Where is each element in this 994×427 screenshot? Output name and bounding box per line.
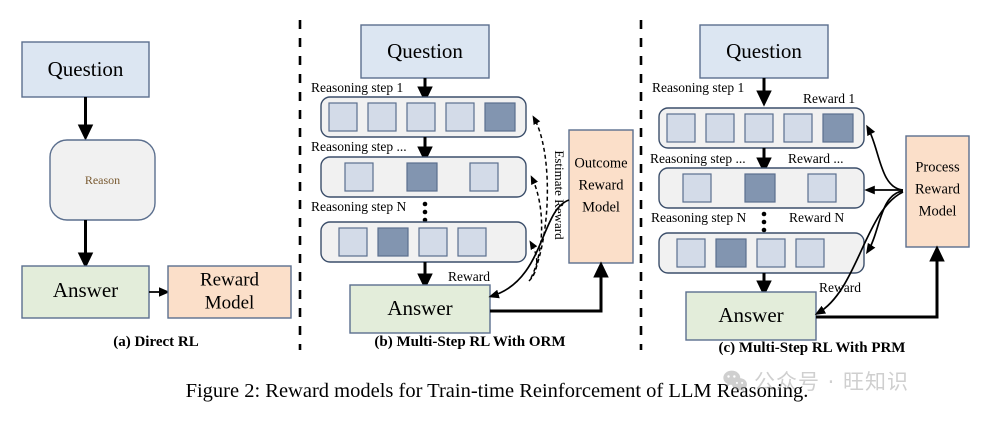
panel-b-step2-cell-2: [469, 162, 499, 192]
panel-c-step-label-2: Reasoning step ...: [650, 151, 746, 166]
panel-c-reward-label-2: Reward ...: [788, 151, 843, 166]
panel-c-step1-cell-0: [666, 113, 696, 143]
panel-b-multistep-orm: Question Reasoning step 1 Reasoning step…: [311, 24, 634, 350]
panel-a-reason-box: [49, 139, 156, 221]
panel-c-question-box: [699, 24, 829, 79]
panel-b-question-box: [360, 24, 490, 79]
panel-c-multistep-prm: Question Reasoning step 1 Reward 1 Reaso…: [650, 24, 970, 356]
panel-a-question-box: [21, 41, 150, 98]
panel-c-stepN-cell-3: [795, 238, 825, 268]
panel-c-arrow-prm-to-step1: [866, 124, 904, 191]
panel-b-step-label-1: Reasoning step 1: [311, 80, 403, 95]
panel-c-reward-label-1: Reward 1: [803, 91, 855, 106]
panel-c-step-label-1: Reasoning step 1: [652, 80, 744, 95]
panel-b-dashed-estimate-to-step1: [532, 115, 549, 277]
panel-b-question-label: Question: [387, 39, 463, 63]
panel-b-answer-box: [349, 284, 491, 334]
panel-b-stepN-cell-2: [418, 227, 448, 257]
panel-c-reward-model-line3: Model: [919, 203, 957, 219]
panel-a-answer-label: Answer: [53, 278, 118, 302]
panel-a-question-label: Question: [48, 57, 124, 81]
panel-b-step-label-3: Reasoning step N: [311, 199, 406, 214]
panel-c-reward-edge-label: Reward: [819, 280, 861, 295]
panel-b-reward-model-line3: Model: [582, 199, 620, 215]
figure-caption: Figure 2: Reward models for Train-time R…: [186, 380, 809, 402]
panel-b-reward-model-line2: Reward: [578, 177, 624, 193]
panel-c-stepN-cell-1-selected: [715, 238, 747, 268]
panel-c-reward-model-box: [905, 135, 970, 248]
panel-b-reward-edge-label: Reward: [448, 269, 490, 284]
panel-c-vdots-1: [761, 211, 767, 217]
panel-c-step1-cell-4-selected: [822, 113, 854, 143]
panel-c-step1-cell-1: [705, 113, 735, 143]
panel-a-reward-model-box: [167, 265, 292, 319]
panel-b-dashed-estimate-to-step2: [530, 175, 543, 279]
panel-c-step2-cell-1-selected: [744, 173, 776, 203]
panel-a-reason-label: Reason: [85, 173, 120, 187]
panel-c-question-label: Question: [726, 39, 802, 63]
panel-c-stepN-cell-2: [756, 238, 786, 268]
panel-b-step1-cell-0: [328, 102, 358, 132]
panel-c-step-label-3: Reasoning step N: [651, 210, 746, 225]
panel-b-stepN-cell-0: [338, 227, 368, 257]
panel-c-answer-label: Answer: [718, 303, 783, 327]
panel-b-caption: (b) Multi-Step RL With ORM: [374, 334, 565, 350]
panel-c-vdots-3: [761, 227, 767, 233]
panel-c-step1-cell-3: [783, 113, 813, 143]
panel-c-reward-model-line1: Process: [915, 159, 960, 175]
panel-c-reward-model-line2: Reward: [915, 181, 961, 197]
panel-c-stepN-cell-0: [676, 238, 706, 268]
panel-b-vdots-1: [422, 201, 428, 207]
panel-c-arrow-prm-reward-to-answer: [814, 191, 904, 315]
panel-b-estimate-reward-label: Estimate Reward: [552, 150, 567, 240]
panel-b-arrow-answer-to-orm: [490, 261, 609, 313]
panel-c-reward-label-3: Reward N: [789, 210, 844, 225]
panel-a-direct-rl: Question Reason Answer Reward Model (a) …: [21, 41, 292, 350]
panel-c-answer-box: [685, 291, 817, 341]
panel-b-vdots-2: [422, 209, 428, 215]
panel-b-step1-cell-4-selected: [484, 102, 516, 132]
panel-b-answer-label: Answer: [387, 296, 452, 320]
panel-a-reward-model-line2: Model: [205, 292, 255, 313]
panel-c-vdots-2: [761, 219, 767, 225]
panel-b-reward-model-line1: Outcome: [574, 155, 627, 171]
panel-b-stepN-cell-3: [457, 227, 487, 257]
panel-b-dashed-estimate-to-stepN: [528, 240, 538, 282]
panel-b-stepN-cell-1-selected: [377, 227, 409, 257]
panel-b-step1-cell-3: [445, 102, 475, 132]
panel-c-caption: (c) Multi-Step RL With PRM: [719, 340, 906, 356]
panel-b-arrow-orm-reward-to-answer: [488, 199, 570, 299]
panel-b-step1-cell-2: [406, 102, 436, 132]
panel-b-reward-model-box: [568, 129, 634, 264]
panel-b-step2-cell-1-selected: [406, 162, 438, 192]
panel-b-step2-cell-0: [344, 162, 374, 192]
panel-c-arrow-prm-to-stepN: [866, 190, 904, 255]
panel-c-arrow-answer-to-prm: [816, 245, 945, 319]
panel-a-reward-model-line1: Reward: [200, 269, 260, 290]
panel-c-step2-cell-2: [807, 173, 837, 203]
panel-b-step1-cell-1: [367, 102, 397, 132]
panel-a-answer-box: [21, 265, 150, 319]
panel-a-caption: (a) Direct RL: [113, 334, 199, 350]
panel-b-vdots-3: [422, 217, 428, 223]
panel-c-step1-cell-2: [744, 113, 774, 143]
panel-b-step-label-2: Reasoning step ...: [311, 139, 407, 154]
panel-c-step2-cell-0: [682, 173, 712, 203]
